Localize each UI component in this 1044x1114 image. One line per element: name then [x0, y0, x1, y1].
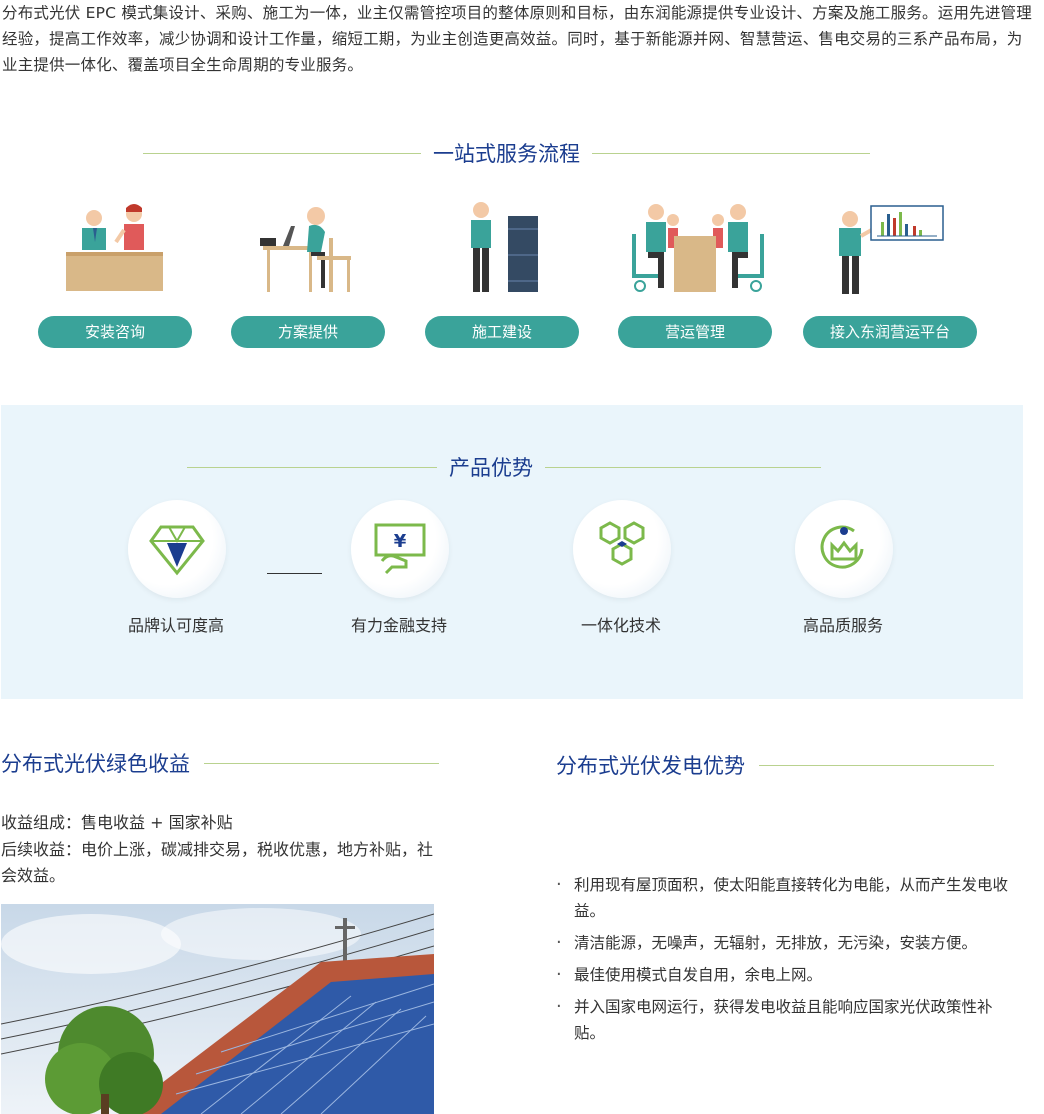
process-step-platform: 接入东润营运平台: [803, 198, 983, 358]
process-title: 一站式服务流程: [433, 142, 580, 166]
advantage-label-brand: 品牌认可度高: [127, 616, 224, 635]
process-step-operations: 营运管理: [618, 198, 778, 358]
process-step-design: 方案提供: [231, 198, 391, 358]
advantage-icon-circle: [573, 500, 671, 598]
consultation-illustration: [66, 204, 163, 291]
process-step-construction: 施工建设: [425, 198, 585, 358]
list-item: 并入国家电网运行，获得发电收益且能响应国家光伏政策性补贴。: [556, 994, 1016, 1046]
income-description: 收益组成：售电收益 + 国家补贴 后续收益：电价上涨，碳减排交易，税收优惠，地方…: [1, 810, 441, 890]
advantage-label-finance: 有力金融支持: [350, 616, 447, 635]
income-followup: 后续收益：电价上涨，碳减排交易，税收优惠，地方补贴，社会效益。: [1, 839, 434, 886]
process-steps: 安装咨询 方案提供 施工建设: [0, 198, 1044, 358]
pv-advantage-list: 利用现有屋顶面积，使太阳能直接转化为电能，从而产生发电收益。 清洁能源，无噪声，…: [556, 872, 1016, 1052]
pv-advantage-title: 分布式光伏发电优势: [556, 754, 745, 778]
step-pill-platform[interactable]: 接入东润营运平台: [803, 316, 977, 348]
green-income-section-title: 分布式光伏绿色收益: [1, 748, 439, 778]
advantages-title: 产品优势: [449, 456, 533, 480]
title-divider: [759, 764, 994, 766]
list-item: 清洁能源，无噪声，无辐射，无排放，无污染，安装方便。: [556, 930, 1016, 956]
presentation-chart-illustration: [839, 205, 944, 294]
title-divider-left: [187, 466, 437, 468]
step-pill-construction[interactable]: 施工建设: [425, 316, 579, 348]
rooftop-solar-image: [1, 904, 434, 1114]
step-pill-operations[interactable]: 营运管理: [618, 316, 772, 348]
yuan-symbol: ¥: [394, 531, 407, 552]
advantage-service: 高品质服务: [753, 500, 933, 640]
design-desk-illustration: [260, 207, 351, 292]
title-divider-left: [143, 152, 421, 154]
title-divider-right: [545, 466, 821, 468]
hexagon-cluster-icon: [599, 521, 645, 566]
advantages-section-title: 产品优势: [187, 452, 858, 482]
pv-advantage-section-title: 分布式光伏发电优势: [556, 750, 994, 780]
advantage-brand: 品牌认可度高: [86, 500, 266, 640]
advantage-label-service: 高品质服务: [802, 616, 883, 635]
diamond-icon: [149, 525, 205, 576]
yuan-finance-icon: ¥: [374, 523, 426, 575]
advantage-technology: 一体化技术: [531, 500, 711, 640]
decorative-line: [267, 573, 322, 574]
step-pill-consultation[interactable]: 安装咨询: [38, 316, 192, 348]
construction-illustration: [471, 202, 538, 292]
advantage-finance: ¥ 有力金融支持: [309, 500, 489, 640]
process-section-title: 一站式服务流程: [143, 138, 887, 168]
process-step-consultation: 安装咨询: [38, 198, 198, 358]
step-pill-design[interactable]: 方案提供: [231, 316, 385, 348]
green-income-title: 分布式光伏绿色收益: [1, 752, 190, 776]
title-divider-right: [592, 152, 870, 154]
crown-service-icon: [820, 525, 864, 569]
intro-paragraph: 分布式光伏 EPC 模式集设计、采购、施工为一体，业主仅需管控项目的整体原则和目…: [2, 4, 1032, 74]
advantage-label-technology: 一体化技术: [580, 616, 661, 635]
list-item: 最佳使用模式自发自用，余电上网。: [556, 962, 1016, 988]
advantage-icon-circle: [795, 500, 893, 598]
income-composition: 收益组成：售电收益 + 国家补贴: [1, 813, 233, 832]
title-divider: [204, 762, 439, 764]
advantage-icon-circle: [128, 500, 226, 598]
list-item: 利用现有屋顶面积，使太阳能直接转化为电能，从而产生发电收益。: [556, 872, 1016, 924]
rooftop-solar-photo: [1, 904, 434, 1114]
advantage-icon-circle: ¥: [351, 500, 449, 598]
meeting-illustration: [632, 204, 764, 292]
